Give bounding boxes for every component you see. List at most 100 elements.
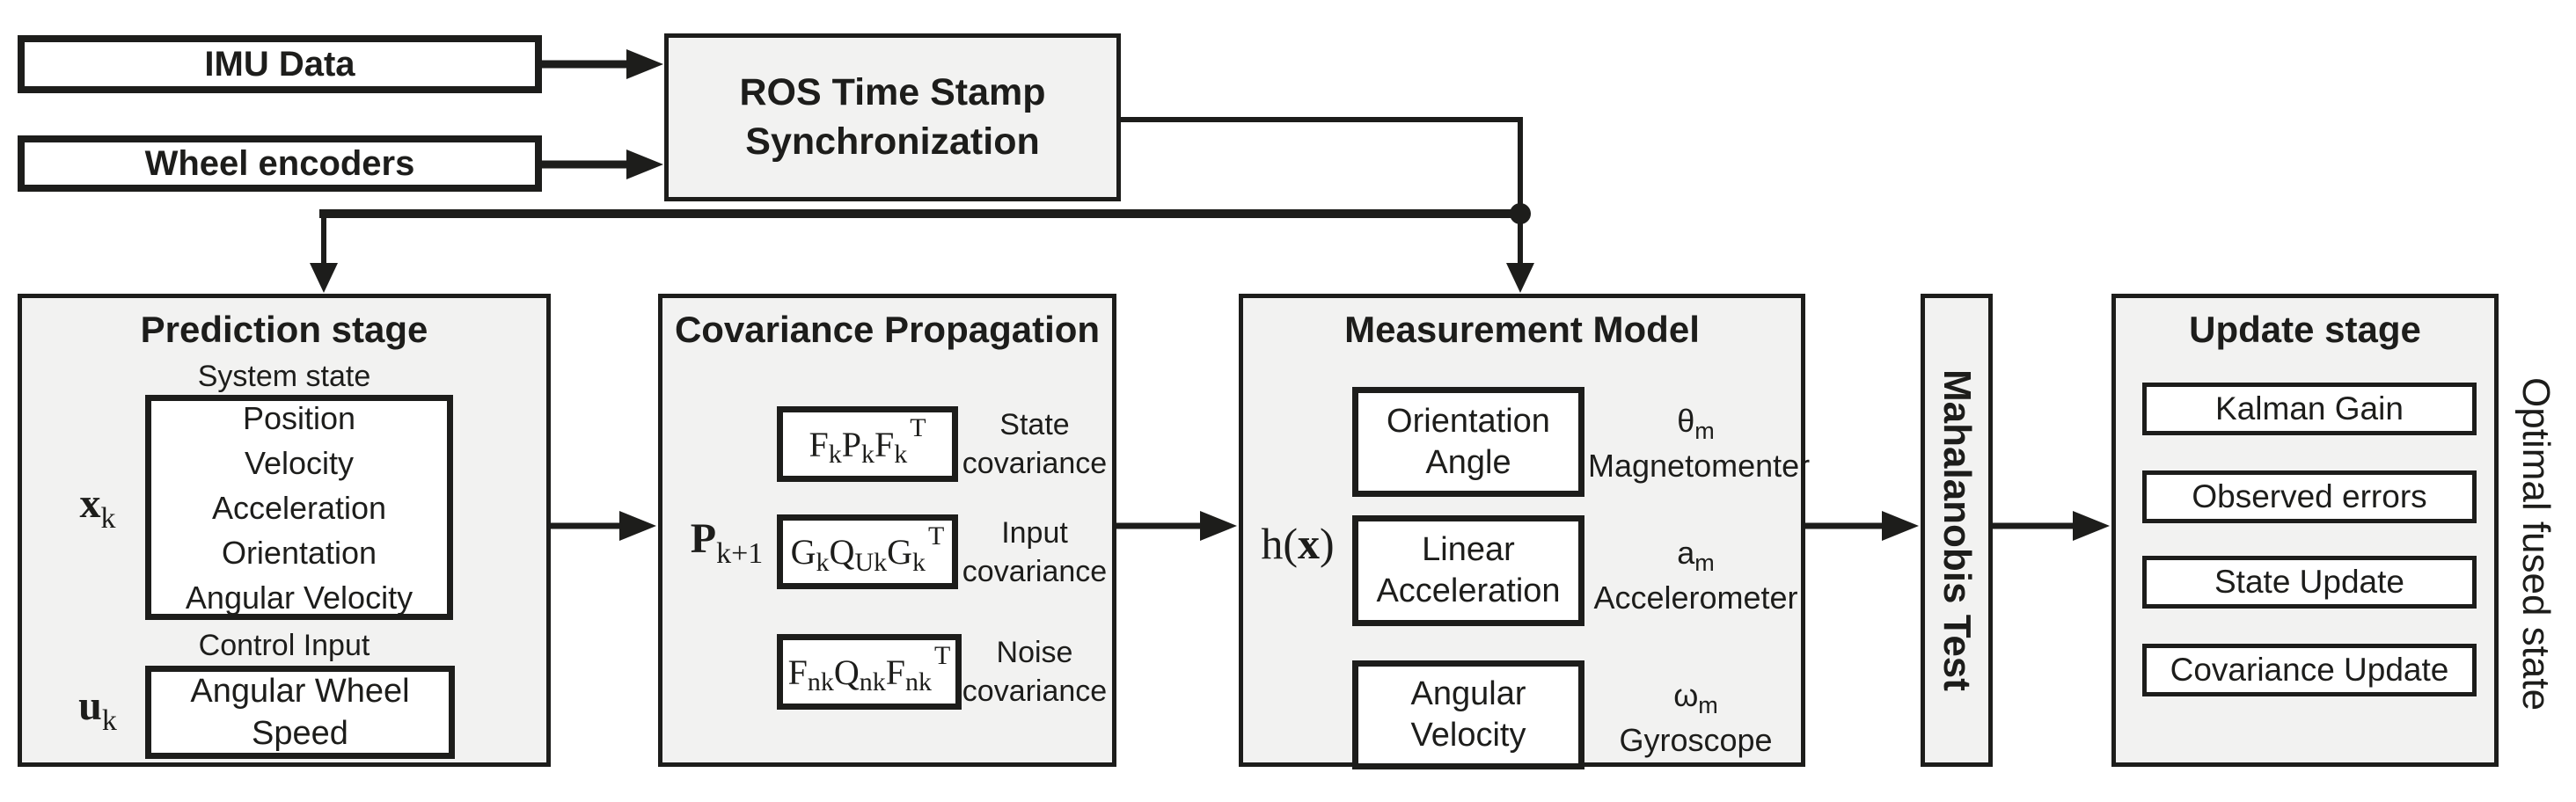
state-covariance-label: State covariance [953, 405, 1116, 483]
sensor-symbol: am [1588, 532, 1804, 577]
greek-symbol: ω [1673, 677, 1699, 713]
state-item: Position [242, 399, 356, 436]
kalman-gain-box: Kalman Gain [2142, 383, 2477, 435]
formula-subscript: k [912, 547, 926, 577]
formula-term: Q [829, 532, 855, 572]
control-symbol-subscript: k [101, 704, 117, 737]
label-line: Noise [996, 636, 1073, 669]
sensor-name: Gyroscope [1619, 722, 1773, 758]
wheel-to-sync-arrow [542, 149, 663, 179]
ros-sync-line2: Synchronization [745, 120, 1040, 163]
formula-term: F [885, 652, 906, 692]
imu-data-label: IMU Data [204, 44, 355, 84]
state-symbol-subscript: k [100, 502, 116, 535]
formula-subscript: nk [807, 667, 834, 696]
greek-symbol: θ [1677, 403, 1695, 439]
measurement-to-mahalanobis-arrow [1804, 511, 1919, 541]
observed-errors-box: Observed errors [2142, 470, 2477, 523]
covariance-to-measurement-arrow [1115, 511, 1237, 541]
wheel-encoders-box: Wheel encoders [18, 135, 542, 192]
label-line: covariance [962, 674, 1108, 708]
accelerometer-label: am Accelerometer [1588, 532, 1804, 618]
sensor-symbol: θm [1588, 400, 1804, 445]
label-line: covariance [962, 555, 1108, 588]
mahalanobis-test-label: Mahalanobis Test [1936, 369, 1979, 691]
sync-output-line [1121, 117, 1534, 293]
symbol-subscript: m [1694, 550, 1715, 576]
state-item: Angular Velocity [185, 579, 413, 616]
control-vector-symbol: uk [55, 682, 140, 737]
control-item: Angular Wheel Speed [190, 673, 410, 752]
orientation-angle-box: Orientation Angle [1352, 387, 1584, 497]
formula-superscript: T [910, 413, 926, 442]
symbol-subscript: m [1698, 692, 1718, 718]
formula-subscript: k [894, 440, 908, 469]
mahalanobis-to-update-arrow [1991, 511, 2110, 541]
linear-acceleration-box: Linear Acceleration [1352, 515, 1584, 626]
state-vector-symbol: xk [55, 479, 140, 535]
formula-term: F [787, 652, 808, 692]
formula-term: F [809, 424, 829, 464]
label-line: Input [1001, 516, 1068, 550]
p-symbol: P [690, 515, 717, 562]
measurement-function-symbol: h(x) [1245, 518, 1350, 569]
state-item: Orientation [221, 534, 377, 571]
hx-open: h( [1261, 519, 1298, 568]
system-state-heading: System state [197, 360, 371, 393]
update-item: Kalman Gain [2215, 390, 2404, 427]
sensor-name: Magnetomenter [1588, 448, 1811, 484]
gyroscope-label: ωm Gyroscope [1588, 674, 1804, 761]
formula-term: F [874, 424, 895, 464]
imu-data-box: IMU Data [18, 35, 542, 93]
formula-subscript: nk [859, 667, 886, 696]
update-stage-title: Update stage [2189, 309, 2421, 350]
input-covariance-label: Input covariance [953, 514, 1116, 591]
prediction-stage-panel: Prediction stage System state xk Positio… [18, 294, 551, 767]
formula-superscript: T [934, 641, 951, 670]
symbol-subscript: m [1694, 418, 1715, 444]
angular-velocity-box: Angular Velocity [1352, 660, 1584, 769]
imu-to-sync-arrow [542, 49, 663, 79]
state-symbol: x [79, 480, 101, 527]
measurement-model-panel: Measurement Model h(x) Orientation Angle… [1239, 294, 1811, 769]
formula-subscript: k [816, 547, 830, 577]
hx-close: ) [1320, 519, 1335, 568]
noise-covariance-label: Noise covariance [953, 633, 1116, 711]
sync-to-prediction-branch [310, 209, 1520, 293]
state-item: Acceleration [211, 489, 387, 526]
wheel-encoders-label: Wheel encoders [144, 143, 415, 183]
covariance-result-symbol: Pk+1 [675, 514, 779, 570]
state-update-box: State Update [2142, 556, 2477, 609]
optimal-fused-state-label: Optimal fused state [2514, 377, 2558, 711]
sensor-symbol: ωm [1588, 674, 1804, 719]
prediction-stage-title: Prediction stage [140, 309, 428, 350]
magnetometer-label: θm Magnetomenter [1588, 400, 1811, 486]
junction-dot [1510, 203, 1531, 224]
formula-subscript: k [860, 440, 875, 469]
state-item: Velocity [244, 444, 355, 481]
control-input-box: Angular Wheel Speed [145, 666, 455, 759]
ros-sync-box: ROS Time Stamp Synchronization [664, 33, 1121, 201]
formula-term: P [841, 424, 861, 464]
mahalanobis-test-panel: Mahalanobis Test [1921, 294, 1993, 767]
measurement-item: Orientation Angle [1387, 402, 1550, 481]
update-item: Observed errors [2192, 478, 2427, 514]
p-symbol-subscript: k+1 [716, 537, 764, 570]
sensor-name: Accelerometer [1593, 580, 1798, 616]
formula-term: G [790, 532, 816, 572]
label-line: State [999, 408, 1070, 441]
ros-sync-line1: ROS Time Stamp [739, 70, 1046, 113]
covariance-propagation-title: Covariance Propagation [674, 309, 1101, 350]
sync-to-measurement-arrowhead [1506, 263, 1534, 293]
measurement-model-title: Measurement Model [1344, 309, 1700, 350]
formula-term: G [887, 532, 912, 572]
formula-subscript: nk [905, 667, 933, 696]
update-stage-panel: Update stage Kalman Gain Observed errors… [2111, 294, 2499, 767]
control-input-heading: Control Input [198, 629, 370, 662]
optimal-fused-state-wrap: Optimal fused state [2506, 294, 2565, 795]
greek-symbol: a [1677, 535, 1695, 571]
formula-subscript: k [828, 440, 842, 469]
